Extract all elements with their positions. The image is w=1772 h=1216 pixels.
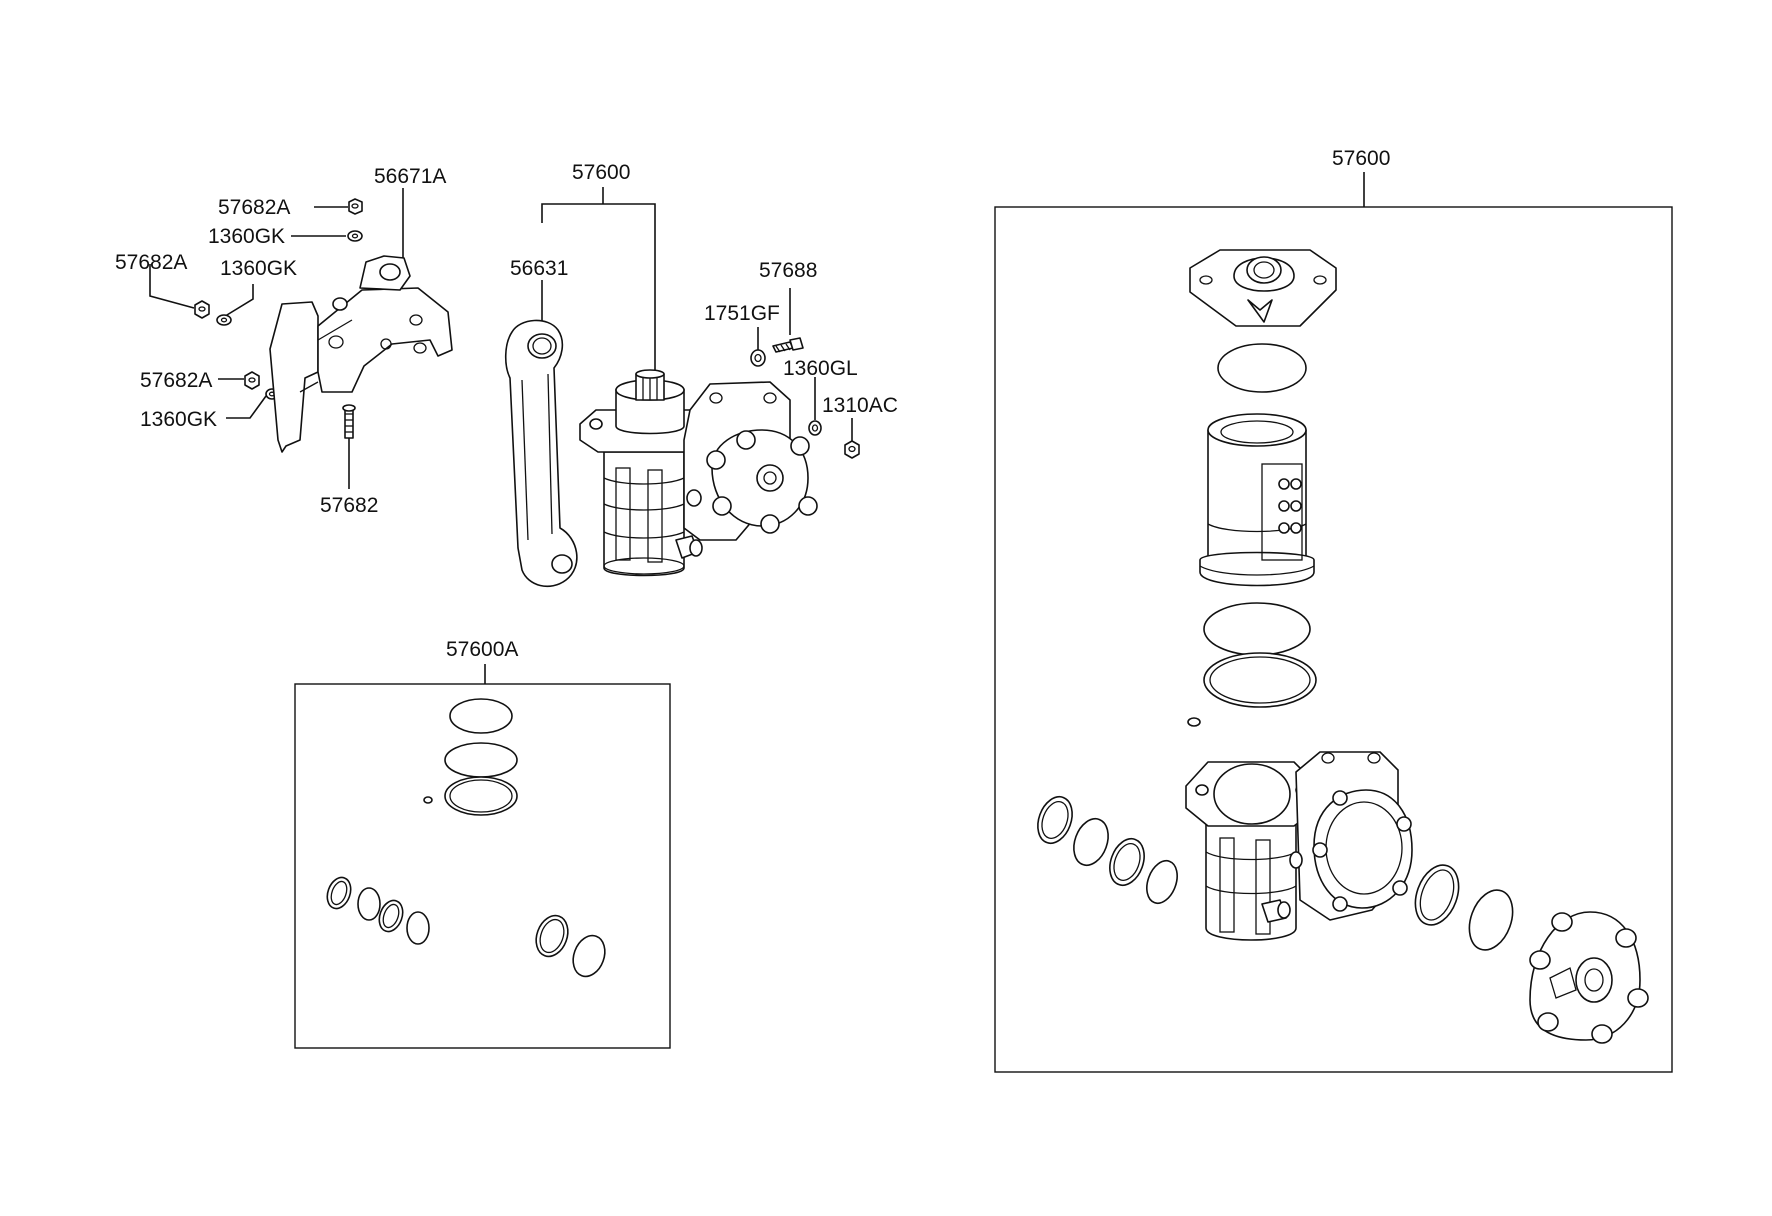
kit-57600-box [994, 206, 1673, 1073]
bolt-57688 [772, 337, 804, 353]
label-57682A: 57682A [218, 196, 290, 219]
nut-57682A-top [348, 198, 363, 215]
nut-1310AC [844, 440, 860, 459]
kit-57600-top-cap [1189, 249, 1337, 327]
part-labels: 56671A 57600 57682A 1360GK 57682A 1360GK… [115, 147, 1390, 661]
label-1360GK: 1360GK [208, 225, 285, 248]
kit-57600-side-cover [1529, 911, 1649, 1044]
nut-57682A-left [194, 300, 210, 319]
label-57682: 57682 [320, 494, 378, 517]
kit-57600-ball [1187, 717, 1201, 727]
kit-57600-housing [1185, 751, 1413, 941]
washer-1751GF [750, 349, 766, 367]
washer-1360GK-top [347, 230, 363, 242]
label-56631: 56631 [510, 257, 568, 280]
label-56671A: 56671A [374, 165, 446, 188]
washer-1360GK-left [216, 314, 232, 326]
leader-lines [149, 172, 1365, 684]
kit-57600-right-seals [1414, 864, 1514, 951]
label-57600: 57600 [572, 161, 630, 184]
kit-57600-seal-1 [1217, 343, 1307, 393]
kit-57600A-box [294, 683, 671, 1049]
label-57600A: 57600A [446, 638, 518, 661]
bolt-57682 [342, 404, 356, 439]
label-1310AC: 1310AC [822, 394, 898, 417]
kit-57600-piston [1199, 413, 1315, 587]
bracket-56671A [269, 255, 453, 453]
label-1360GK: 1360GK [140, 408, 217, 431]
kit-57600A-seals [326, 698, 606, 978]
washer-1360GL [808, 420, 822, 436]
label-57682A: 57682A [140, 369, 212, 392]
label-1360GL: 1360GL [783, 357, 858, 380]
kit-57600-left-seals [1037, 795, 1178, 905]
label-57682A: 57682A [115, 251, 187, 274]
steering-gear-57600 [579, 369, 818, 577]
nut-57682A-mid [244, 371, 260, 390]
kit-57600-ring-3 [1203, 652, 1317, 708]
label-57688: 57688 [759, 259, 817, 282]
pitman-arm-56631 [504, 319, 578, 588]
label-57600-box: 57600 [1332, 147, 1390, 170]
label-1360GK: 1360GK [220, 257, 297, 280]
kit-57600-seal-2 [1203, 602, 1311, 656]
label-1751GF: 1751GF [704, 302, 780, 325]
